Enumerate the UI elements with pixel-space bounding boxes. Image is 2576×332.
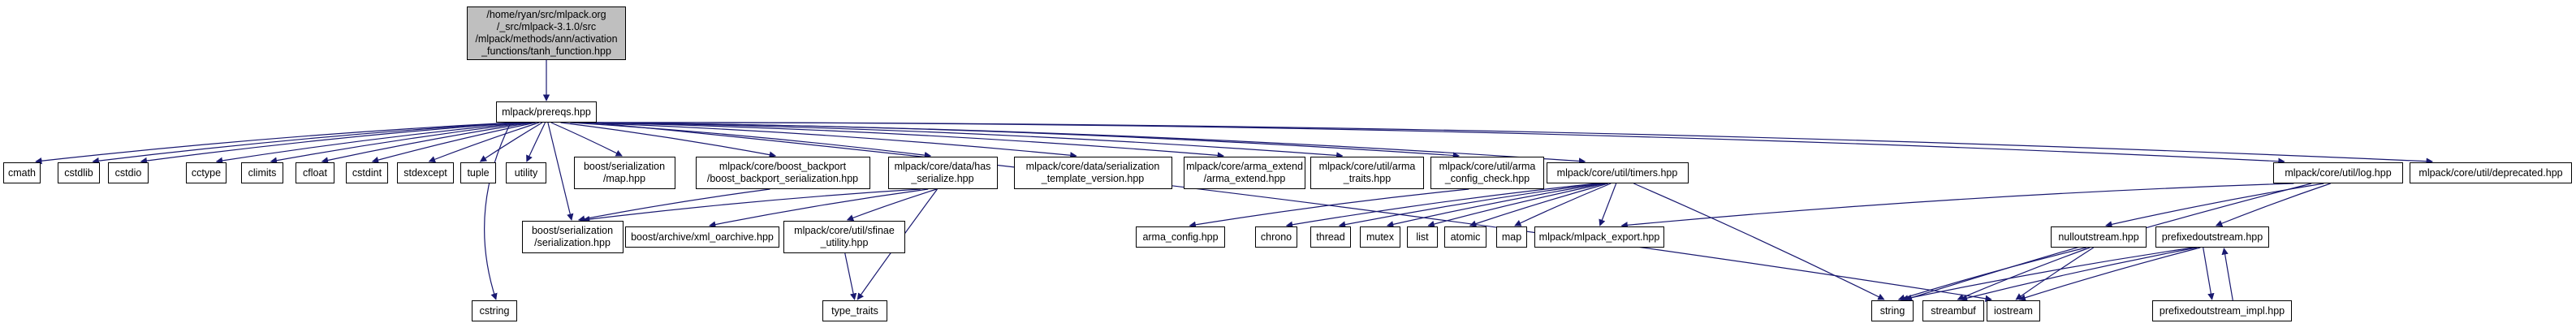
edge-prereqs-timers: [591, 122, 1586, 165]
graph-node-utility: utility: [506, 162, 546, 183]
edge-prereqs-cstdint: [371, 122, 536, 164]
edge-timers-mutex: [1386, 183, 1603, 228]
graph-node-nullout[interactable]: nulloutstream.hpp: [2051, 226, 2147, 248]
graph-node-xml_oarchive: boost/archive/xml_oarchive.hpp: [625, 226, 779, 248]
graph-node-streambuf: streambuf: [1922, 300, 1984, 321]
graph-node-chrono: chrono: [1255, 226, 1297, 248]
graph-node-prefixout[interactable]: prefixedoutstream.hpp: [2155, 226, 2269, 248]
graph-node-thread: thread: [1310, 226, 1351, 248]
edge-timers-atomic: [1469, 183, 1608, 227]
graph-node-prereqs[interactable]: mlpack/prereqs.hpp: [496, 101, 597, 123]
edge-log-nullout: [2105, 183, 2324, 228]
edge-prereqs-iostream: [591, 122, 1992, 302]
edge-backport-ser_ser: [577, 188, 770, 222]
graph-node-arma_cfg_chk[interactable]: mlpack/core/util/arma _config_check.hpp: [1430, 157, 1544, 189]
edge-has_ser-sfinae: [846, 188, 937, 222]
graph-node-tuple: tuple: [460, 162, 496, 183]
graph-node-ser_ser: boost/serialization /serialization.hpp: [521, 221, 624, 253]
graph-node-ser_map: boost/serialization /map.hpp: [573, 157, 675, 189]
edge-nullout-iostream: [2015, 247, 2095, 300]
graph-node-arma_traits[interactable]: mlpack/core/util/arma _traits.hpp: [1310, 157, 1424, 189]
edge-prefixout-prefixout_impl: [2203, 247, 2215, 300]
graph-node-backport[interactable]: mlpack/core/boost_backport /boost_backpo…: [695, 157, 870, 189]
graph-node-iostream: iostream: [1987, 300, 2040, 321]
edge-prereqs-utility: [526, 122, 546, 162]
edge-prereqs-cstring: [484, 122, 511, 300]
edge-prereqs-cfloat: [321, 122, 533, 164]
edge-prereqs-tuple: [479, 122, 543, 162]
edge-timers-map: [1514, 183, 1612, 226]
edge-prereqs-arma_ext: [588, 122, 1225, 159]
graph-node-cstdlib: cstdlib: [58, 162, 100, 183]
graph-node-climits: climits: [241, 162, 283, 183]
edge-timers-string: [1633, 183, 1885, 300]
graph-node-log[interactable]: mlpack/core/util/log.hpp: [2273, 162, 2403, 183]
edge-timers-chrono: [1285, 183, 1597, 228]
graph-node-mlpack_export[interactable]: mlpack/mlpack_export.hpp: [1534, 226, 1664, 248]
edge-timers-thread: [1338, 183, 1600, 228]
edge-log-mlpack_export: [1620, 183, 2294, 229]
edge-prereqs-climits: [270, 122, 530, 164]
edge-prefixout_impl-prefixout: [2221, 248, 2233, 301]
edge-prereqs-stdexcept: [428, 122, 540, 163]
edge-prereqs-ser_tmpl: [579, 122, 1077, 159]
edge-prereqs-arma_traits: [591, 122, 1344, 159]
edge-prereqs-cctype: [215, 122, 526, 164]
graph-node-map: map: [1496, 226, 1527, 248]
graph-node-arma_ext[interactable]: mlpack/core/arma_extend /arma_extend.hpp: [1184, 157, 1305, 189]
graph-node-tanh: /home/ryan/src/mlpack.org /_src/mlpack-3…: [467, 6, 626, 60]
graph-node-has_ser[interactable]: mlpack/core/data/has _serialize.hpp: [887, 157, 998, 189]
edge-prefixout-streambuf: [1960, 247, 2197, 302]
edge-timers-mlpack_export: [1599, 183, 1617, 226]
graph-node-string: string: [1871, 300, 1914, 321]
edge-timers-list: [1427, 183, 1606, 228]
graph-node-cctype: cctype: [186, 162, 227, 183]
edge-arma_cfg_chk-arma_config: [1189, 188, 1469, 228]
edge-prereqs-ser_map: [550, 122, 623, 157]
graph-node-cfloat: cfloat: [296, 162, 334, 183]
edge-prereqs-backport: [560, 122, 777, 158]
graph-node-ser_tmpl[interactable]: mlpack/core/data/serialization _template…: [1013, 157, 1172, 189]
graph-node-sfinae[interactable]: mlpack/core/util/sfinae _utility.hpp: [783, 221, 905, 253]
edge-log-prefixout: [2215, 183, 2331, 227]
graph-node-timers[interactable]: mlpack/core/util/timers.hpp: [1546, 162, 1689, 183]
graph-node-stdexcept: stdexcept: [397, 162, 454, 183]
edge-prereqs-ser_ser: [547, 122, 574, 221]
graph-node-type_traits: type_traits: [822, 300, 887, 321]
edge-prereqs-cmath: [35, 122, 516, 165]
edge-prefixout-string: [1901, 247, 2194, 302]
edge-sfinae-type_traits: [844, 252, 857, 300]
edge-nullout-string: [1897, 247, 2086, 301]
graph-node-cstdint: cstdint: [346, 162, 388, 183]
graph-node-mutex: mutex: [1360, 226, 1400, 248]
edge-has_ser-ser_ser: [582, 188, 921, 223]
edge-has_ser-xml_oarchive: [709, 188, 929, 228]
graph-node-prefixout_impl[interactable]: prefixedoutstream_impl.hpp: [2152, 300, 2292, 321]
graph-node-deprecated[interactable]: mlpack/core/util/deprecated.hpp: [2410, 162, 2572, 183]
graph-node-atomic: atomic: [1444, 226, 1486, 248]
graph-node-cmath: cmath: [3, 162, 41, 183]
graph-node-arma_config[interactable]: arma_config.hpp: [1136, 226, 1225, 248]
edge-prereqs-cstdio: [140, 122, 522, 165]
graph-node-cstdio: cstdio: [108, 162, 149, 183]
edge-nullout-streambuf: [1957, 247, 2091, 300]
graph-node-cstring: cstring: [472, 300, 517, 321]
edge-prereqs-cstdlib: [92, 122, 519, 165]
edge-prefixout-iostream: [2018, 247, 2201, 301]
edge-prereqs-has_ser: [570, 122, 932, 159]
edge-prereqs-deprecated: [591, 122, 2433, 165]
graph-node-list: list: [1407, 226, 1438, 248]
